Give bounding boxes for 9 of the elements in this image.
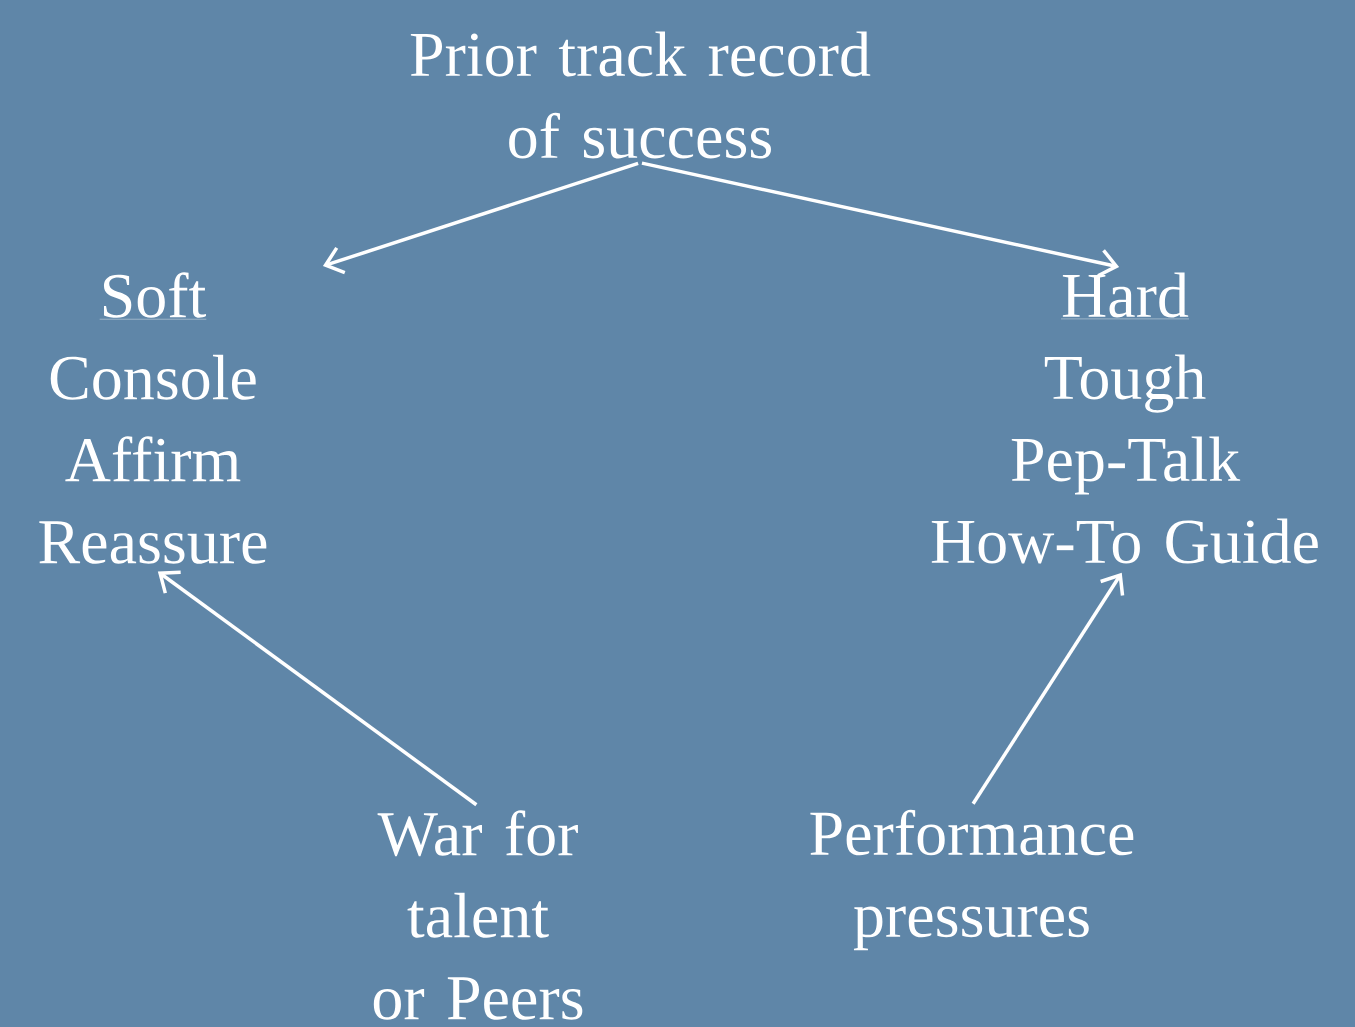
node-text: Prior track record of success	[410, 31, 871, 159]
text-block: Hard Tough Pep-Talk How-To Guide	[931, 272, 1318, 564]
arrow	[641, 161, 1120, 278]
arrow	[971, 572, 1125, 805]
text-block: Soft Console Affirm Reassure	[39, 272, 267, 564]
arrow	[157, 570, 478, 807]
arrow	[322, 161, 639, 275]
node-text: Performance pressures	[810, 809, 1134, 951]
node-text: War for talent or Peers	[373, 810, 583, 1020]
